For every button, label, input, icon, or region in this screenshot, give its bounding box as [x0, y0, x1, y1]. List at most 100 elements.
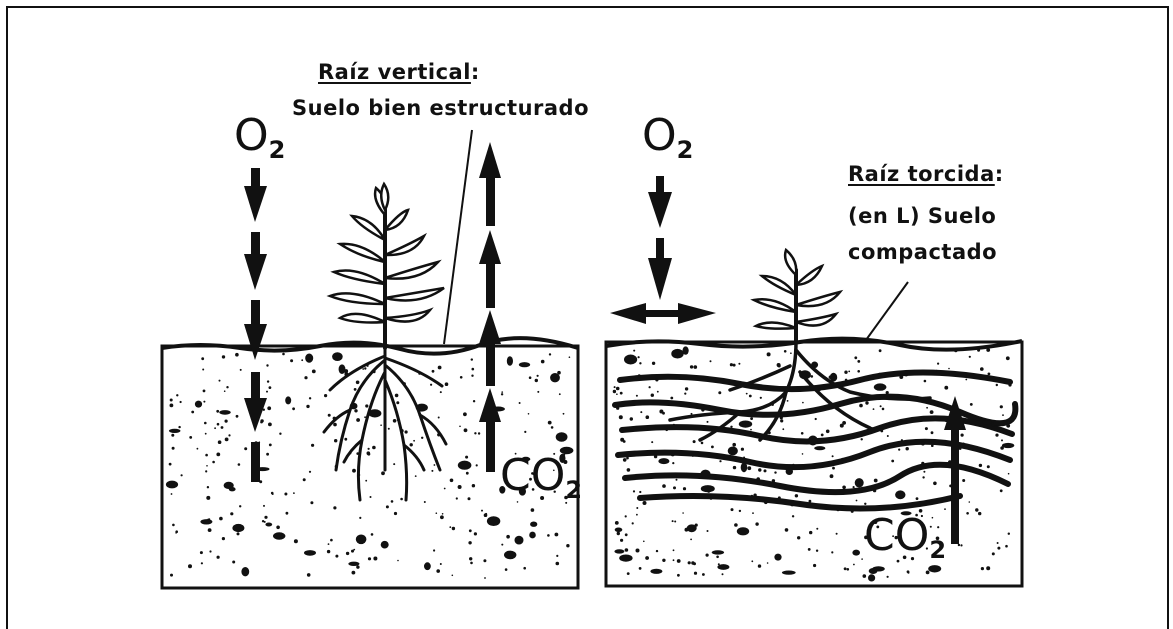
soil-speck — [200, 562, 203, 565]
soil-speck — [852, 486, 855, 489]
soil-speck — [648, 453, 651, 456]
soil-speck — [776, 363, 781, 367]
soil-speck — [676, 559, 681, 563]
soil-speck — [463, 428, 468, 433]
soil-speck — [216, 409, 220, 413]
soil-speck — [639, 490, 642, 494]
soil-speck — [355, 380, 360, 385]
label-raiz-vertical: Raíz vertical: — [318, 60, 480, 84]
soil-speck — [786, 400, 789, 402]
soil-speck — [642, 501, 647, 505]
soil-speck — [218, 379, 221, 382]
soil-speck — [812, 466, 815, 469]
soil-pebble — [614, 549, 625, 554]
soil-speck — [217, 440, 222, 445]
soil-pebble — [1001, 442, 1015, 449]
soil-speck — [523, 566, 526, 570]
soil-speck — [784, 528, 789, 532]
soil-speck — [632, 490, 636, 493]
soil-pebble — [740, 462, 748, 473]
soil-speck — [639, 362, 642, 365]
soil-speck — [857, 360, 861, 363]
soil-speck — [308, 397, 312, 400]
soil-speck — [455, 497, 458, 500]
soil-speck — [266, 380, 270, 383]
soil-speck — [774, 471, 777, 474]
soil-speck — [844, 378, 848, 382]
soil-speck — [409, 443, 413, 447]
soil-speck — [674, 520, 677, 523]
soil-pebble — [165, 480, 179, 489]
soil-speck — [706, 420, 709, 423]
soil-speck — [910, 557, 915, 561]
soil-speck — [782, 428, 785, 431]
soil-speck — [879, 405, 882, 408]
soil-speck — [995, 383, 998, 387]
soil-speck — [921, 524, 925, 527]
soil-speck — [759, 396, 762, 399]
soil-speck — [857, 370, 860, 373]
soil-speck — [204, 432, 207, 435]
soil-pebble — [928, 565, 942, 573]
soil-speck — [301, 359, 304, 362]
soil-speck — [335, 554, 339, 558]
soil-speck — [302, 478, 306, 482]
soil-speck — [980, 367, 984, 371]
soil-speck — [961, 467, 964, 470]
soil-speck — [915, 513, 918, 517]
soil-speck — [191, 410, 195, 414]
soil-speck — [954, 348, 958, 353]
soil-speck — [855, 499, 858, 502]
soil-pebble — [650, 568, 663, 574]
soil-speck — [437, 416, 440, 419]
soil-speck — [948, 367, 950, 370]
soil-speck — [906, 570, 910, 574]
soil-pebble — [348, 561, 360, 566]
soil-speck — [719, 460, 722, 463]
soil-speck — [516, 501, 519, 503]
soil-pebble — [168, 428, 181, 433]
soil-speck — [662, 411, 665, 415]
soil-speck — [672, 559, 675, 562]
soil-speck — [690, 412, 693, 415]
soil-speck — [868, 375, 871, 378]
soil-speck — [477, 432, 481, 435]
soil-speck — [861, 558, 863, 560]
soil-speck — [532, 473, 536, 476]
soil-speck — [810, 375, 814, 378]
soil-block-right — [604, 336, 1024, 588]
soil-speck — [675, 478, 678, 481]
soil-pebble — [380, 540, 389, 549]
soil-speck — [619, 391, 623, 395]
soil-speck — [835, 532, 838, 535]
soil-speck — [262, 408, 265, 411]
soil-speck — [978, 511, 982, 516]
soil-speck — [1007, 472, 1010, 475]
soil-speck — [748, 394, 752, 398]
soil-pebble — [305, 353, 314, 363]
soil-speck — [709, 497, 713, 500]
soil-speck — [684, 392, 687, 395]
soil-speck — [528, 376, 532, 380]
soil-block-left — [160, 336, 580, 590]
soil-speck — [929, 410, 934, 414]
soil-speck — [873, 478, 878, 483]
soil-speck — [219, 516, 223, 521]
soil-speck — [750, 428, 752, 431]
soil-speck — [327, 413, 331, 417]
soil-speck — [966, 512, 969, 515]
o2-arrow-left — [244, 168, 267, 482]
soil-pebble — [852, 549, 860, 556]
leader-line-left — [443, 129, 473, 345]
soil-speck — [387, 427, 390, 430]
soil-speck — [439, 391, 442, 394]
soil-speck — [531, 488, 535, 491]
plant-left — [322, 181, 448, 502]
soil-speck — [670, 396, 674, 400]
soil-speck — [926, 406, 928, 409]
soil-pebble — [873, 383, 887, 391]
soil-pebble — [518, 487, 527, 496]
soil-speck — [842, 485, 846, 490]
soil-speck — [212, 460, 215, 464]
soil-speck — [728, 381, 731, 384]
